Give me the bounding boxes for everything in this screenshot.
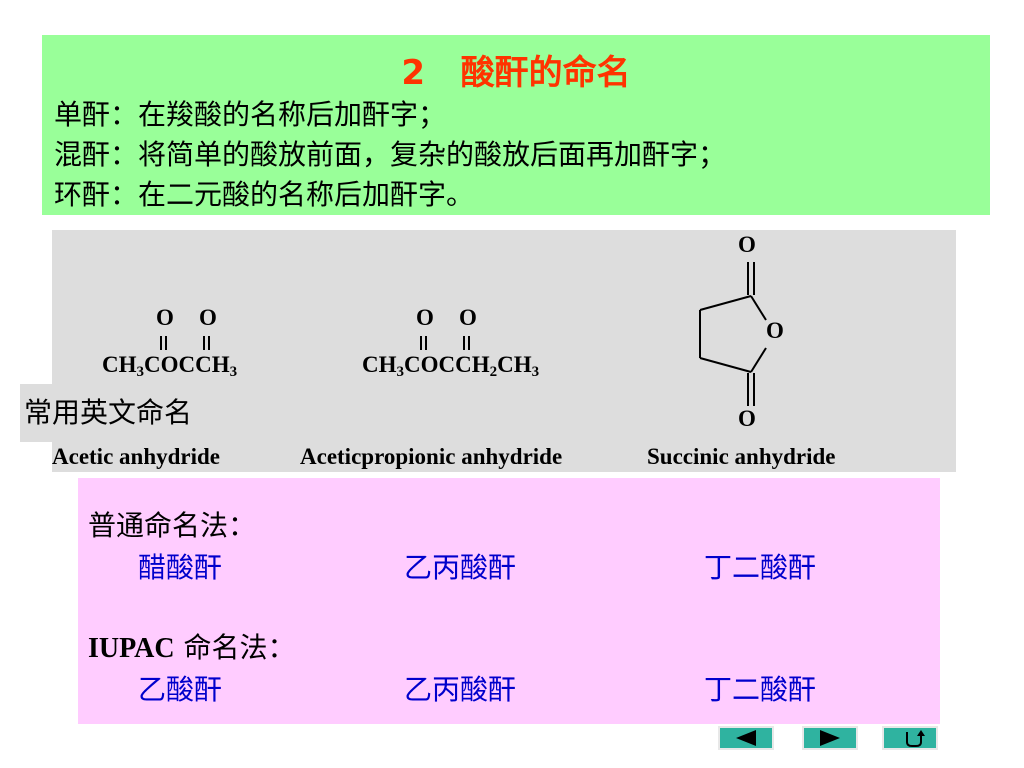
return-icon <box>906 730 925 747</box>
mixed-carbonyl-oxygen-1: O <box>416 305 434 330</box>
common-name-3: 丁二酸酐 <box>704 551 817 584</box>
return-button[interactable] <box>882 726 938 750</box>
acetic-carbonyl-oxygen-1: O <box>156 305 174 330</box>
header-panel: 2 酸酐的命名 单酐：在羧酸的名称后加酐字； 混酐：将简单的酸放前面，复杂的酸放… <box>42 35 990 215</box>
english-naming-label: 常用英文命名 <box>20 384 230 442</box>
iupac-name-1: 乙酸酐 <box>138 673 223 706</box>
aceticpropionic-anhydride-name: Aceticpropionic anhydride <box>300 444 563 469</box>
rule-mixed-anhydride: 混酐：将简单的酸放前面，复杂的酸放后面再加酐字； <box>54 138 727 171</box>
mixed-anhydride-formula: CH3COCCH2CH3 <box>362 352 540 380</box>
previous-icon <box>736 730 756 746</box>
iupac-name-2: 乙丙酸酐 <box>404 673 517 706</box>
succinic-anhydride-ring <box>699 262 767 406</box>
mixed-carbonyl-oxygen-2: O <box>459 305 477 330</box>
acetic-anhydride-formula: CH3COCCH3 <box>102 352 238 380</box>
acetic-carbonyl-oxygen-2: O <box>199 305 217 330</box>
next-icon <box>820 730 840 746</box>
common-naming-label: 普通命名法： <box>88 509 257 542</box>
previous-button[interactable] <box>718 726 774 750</box>
rule-single-anhydride: 单酐：在羧酸的名称后加酐字； <box>54 98 447 131</box>
succinic-carbonyl-oxygen-bottom: O <box>738 406 756 431</box>
common-name-1: 醋酸酐 <box>138 551 223 584</box>
acetic-anhydride-name: Acetic anhydride <box>52 444 221 469</box>
iupac-name-3: 丁二酸酐 <box>704 673 817 706</box>
double-bond <box>160 336 167 350</box>
naming-panel: 普通命名法： 醋酸酐 乙丙酸酐 丁二酸酐 IUPAC 命名法： 乙酸酐 乙丙酸酐… <box>78 478 940 724</box>
common-name-2: 乙丙酸酐 <box>404 551 517 584</box>
rule-cyclic-anhydride: 环酐：在二元酸的名称后加酐字。 <box>54 178 475 211</box>
succinic-carbonyl-oxygen-top: O <box>738 232 756 257</box>
next-button[interactable] <box>802 726 858 750</box>
double-bond <box>420 336 427 350</box>
succinic-anhydride-name: Succinic anhydride <box>647 444 836 469</box>
iupac-naming-label: IUPAC 命名法： <box>88 631 296 664</box>
double-bond <box>463 336 470 350</box>
succinic-ring-oxygen: O <box>766 318 784 343</box>
double-bond <box>203 336 210 350</box>
page-title: 2 酸酐的命名 <box>401 53 631 93</box>
